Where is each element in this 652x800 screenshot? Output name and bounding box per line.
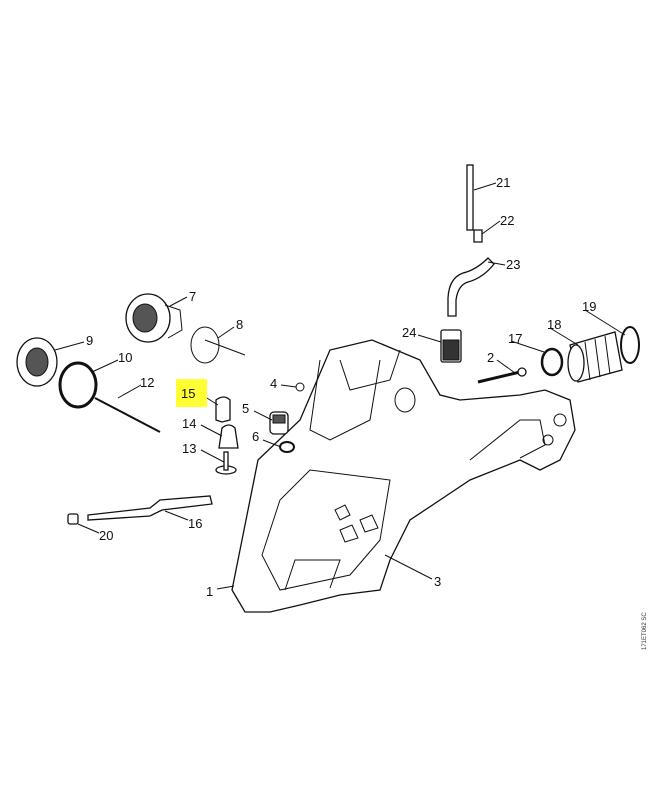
callout-18[interactable]: 18	[547, 317, 561, 332]
callout-21[interactable]: 21	[496, 175, 510, 190]
callout-labels: 21 22 23 7 19 8 18 17 9 24 10 2 12 4 15 …	[86, 175, 596, 599]
part-5[interactable]	[269, 411, 289, 435]
part-12[interactable]	[94, 397, 161, 433]
part-19[interactable]	[620, 326, 640, 364]
part-15[interactable]	[215, 396, 231, 423]
part-13[interactable]	[215, 451, 237, 475]
callout-15[interactable]: 15	[181, 386, 195, 401]
callout-3[interactable]: 3	[434, 574, 441, 589]
callout-12[interactable]: 12	[140, 375, 154, 390]
part-22[interactable]	[473, 229, 483, 243]
callout-19[interactable]: 19	[582, 299, 596, 314]
callout-20[interactable]: 20	[99, 528, 113, 543]
part-8[interactable]	[190, 326, 246, 364]
callout-10[interactable]: 10	[118, 350, 132, 365]
part-2[interactable]	[477, 367, 527, 384]
callout-14[interactable]: 14	[182, 416, 196, 431]
part-4[interactable]	[295, 382, 305, 392]
callout-9[interactable]: 9	[86, 333, 93, 348]
callout-6[interactable]: 6	[252, 429, 259, 444]
callout-7[interactable]: 7	[189, 289, 196, 304]
leader-lines	[54, 182, 626, 590]
part-1-housing[interactable]	[231, 339, 576, 613]
callout-1[interactable]: 1	[206, 584, 213, 599]
part-20[interactable]	[67, 513, 79, 525]
callout-13[interactable]: 13	[182, 441, 196, 456]
callout-5[interactable]: 5	[242, 401, 249, 416]
part-14[interactable]	[218, 424, 239, 449]
callout-23[interactable]: 23	[506, 257, 520, 272]
callout-24[interactable]: 24	[402, 325, 416, 340]
callout-8[interactable]: 8	[236, 317, 243, 332]
callout-16[interactable]: 16	[188, 516, 202, 531]
part-24[interactable]	[440, 329, 462, 363]
part-17[interactable]	[540, 347, 564, 377]
part-18[interactable]	[567, 331, 623, 383]
callout-4[interactable]: 4	[270, 376, 277, 391]
part-23[interactable]	[447, 257, 495, 317]
callout-22[interactable]: 22	[500, 213, 514, 228]
highlight-part-15	[176, 379, 207, 407]
callout-2[interactable]: 2	[487, 350, 494, 365]
callout-17[interactable]: 17	[508, 331, 522, 346]
part-7[interactable]	[125, 293, 183, 343]
drawing-code: 171ET062 SC	[642, 612, 648, 650]
part-10[interactable]	[58, 361, 98, 409]
part-16[interactable]	[87, 495, 213, 521]
part-21[interactable]	[466, 164, 474, 231]
part-9[interactable]	[16, 337, 58, 387]
